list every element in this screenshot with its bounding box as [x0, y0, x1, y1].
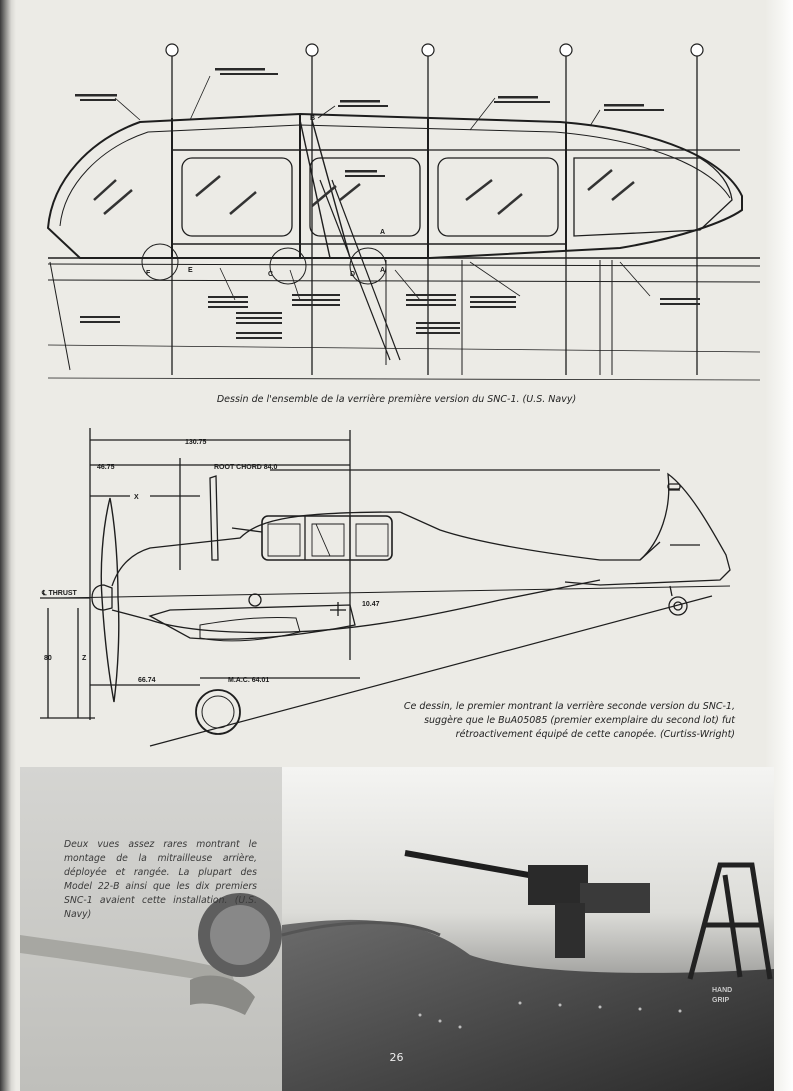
aircraft-profile-drawing: 130.75 46.75 ROOT CHORD 84.0 X ℄ THRUST … — [40, 428, 731, 747]
profile-drawing-caption: Ce dessin, le premier montrant la verriè… — [375, 700, 735, 742]
dim-offset: 66.74 — [138, 677, 156, 684]
detail-letters: F E C D A A B — [146, 115, 385, 278]
stencil-grip: GRIP — [712, 997, 729, 1004]
detail-letter: F — [146, 270, 151, 277]
detail-letter: B — [310, 115, 315, 122]
dim-root-chord: ROOT CHORD 84.0 — [214, 464, 278, 471]
dim-overall: 130.75 — [185, 439, 207, 446]
canopy-assembly-drawing: F E C D A A B — [46, 43, 761, 381]
caption-line: Ce dessin, le premier montrant la verriè… — [403, 701, 735, 712]
detail-letter: A — [380, 267, 385, 274]
dim-z: Z — [82, 655, 87, 662]
canopy-drawing-caption: Dessin de l'ensemble de la verrière prem… — [216, 394, 577, 405]
dim-height: 80 — [44, 655, 52, 662]
photo-caption: Deux vues assez rares montrant le montag… — [64, 839, 257, 920]
detail-letter: D — [350, 271, 355, 278]
detail-letter: C — [268, 271, 273, 278]
page-number: 26 — [389, 1051, 404, 1064]
dim-mac: M.A.C. 64.01 — [228, 677, 269, 684]
caption-line: suggère que le BuA05085 (premier exempla… — [424, 715, 735, 726]
gun-mount-photos: HAND GRIP — [20, 767, 774, 1091]
detail-letter: A — [380, 229, 385, 236]
caption-line: rétroactivement équipé de cette canopée.… — [455, 729, 735, 740]
stencil-hand: HAND — [712, 987, 732, 994]
dim-x: X — [134, 494, 139, 501]
detail-letter: E — [188, 267, 193, 274]
dim-thrust: ℄ THRUST — [41, 589, 78, 597]
dim-thrust-offset: 10.47 — [362, 601, 380, 608]
dim-left: 46.75 — [97, 464, 115, 471]
page-spine-shadow — [0, 0, 16, 1091]
